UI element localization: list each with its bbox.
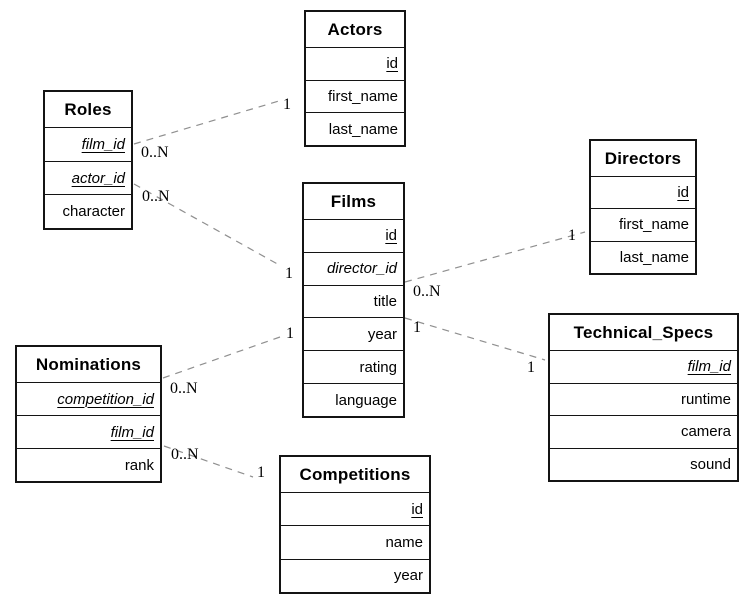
entity-title: Technical_Specs xyxy=(573,322,714,342)
cardinality-label: 1 xyxy=(286,325,294,342)
cardinality-label: 0..N xyxy=(141,144,169,161)
field-label: first_name xyxy=(327,88,398,105)
entity-title: Nominations xyxy=(35,354,142,374)
field-label: name xyxy=(385,533,423,551)
field-row-character: character xyxy=(45,194,131,228)
field-label: rank xyxy=(124,456,154,474)
cardinality-label: 0..N xyxy=(413,283,441,300)
field-row-camera: camera xyxy=(550,415,737,448)
field-label: id xyxy=(385,227,397,245)
field-label: character xyxy=(62,203,125,221)
field-row-rank: rank xyxy=(17,448,160,481)
field-label: last_name xyxy=(619,248,689,266)
cardinality-label: 1 xyxy=(283,96,291,113)
cardinality-label: 0..N xyxy=(142,188,170,205)
relationship-nominations-competitions xyxy=(163,445,254,478)
field-row-first_name: first_name xyxy=(591,208,695,240)
field-row-sound: sound xyxy=(550,447,737,481)
relationship-films-technical_specs xyxy=(404,317,546,361)
field-row-name: name xyxy=(281,525,429,558)
field-label: director_id xyxy=(326,260,397,278)
cardinality-label: 1 xyxy=(527,359,535,376)
field-label: year xyxy=(393,567,423,585)
field-row-language: language xyxy=(304,383,403,416)
relationship-films-directors xyxy=(404,231,586,283)
entity-nominations[interactable]: Nominations competition_id film_id rank xyxy=(15,345,162,483)
entity-title: Actors xyxy=(327,19,383,39)
cardinality-label: 1 xyxy=(568,227,576,244)
field-label: film_id xyxy=(687,358,731,376)
entity-title: Directors xyxy=(604,148,682,168)
field-label: sound xyxy=(690,455,731,473)
field-row-first_name: first_name xyxy=(306,79,404,113)
field-row-title: title xyxy=(304,284,403,318)
field-row-year: year xyxy=(281,558,429,592)
field-row-film_id: film_id xyxy=(550,350,737,383)
cardinality-label: 1 xyxy=(257,464,265,481)
field-label: film_id xyxy=(81,135,125,153)
field-row-director_id: director_id xyxy=(304,251,403,285)
field-row-film_id: film_id xyxy=(17,415,160,448)
field-label: language xyxy=(335,391,397,409)
field-row-id: id xyxy=(281,492,429,525)
entity-films[interactable]: Films id director_id title year rating l… xyxy=(302,182,405,418)
field-row-runtime: runtime xyxy=(550,382,737,416)
relationship-nominations-films xyxy=(162,336,281,379)
field-label: id xyxy=(411,500,423,518)
entity-title: Competitions xyxy=(299,464,411,484)
field-label: last_name xyxy=(328,120,398,138)
field-row-last_name: last_name xyxy=(591,240,695,273)
entity-actors[interactable]: Actors id first_name last_name xyxy=(304,10,406,147)
field-label: id xyxy=(386,55,398,73)
entity-technical-specs[interactable]: Technical_Specs film_id runtime camera s… xyxy=(548,313,739,482)
relationship-roles-films xyxy=(133,183,282,267)
field-row-competition_id: competition_id xyxy=(17,382,160,415)
entity-competitions[interactable]: Competitions id name year xyxy=(279,455,431,594)
field-label: first_name xyxy=(618,216,689,234)
field-label: competition_id xyxy=(57,390,154,408)
field-row-id: id xyxy=(306,47,404,80)
field-label: id xyxy=(677,184,689,202)
field-label: actor_id xyxy=(71,169,125,187)
cardinality-label: 0..N xyxy=(170,380,198,397)
field-row-film_id: film_id xyxy=(45,127,131,161)
cardinality-label: 0..N xyxy=(171,446,199,463)
field-row-rating: rating xyxy=(304,350,403,383)
field-row-id: id xyxy=(304,219,403,252)
field-row-year: year xyxy=(304,317,403,350)
entity-directors[interactable]: Directors id first_name last_name xyxy=(589,139,697,275)
entity-roles[interactable]: Roles film_id actor_id character xyxy=(43,90,133,230)
field-label: runtime xyxy=(680,390,731,408)
entity-title: Roles xyxy=(64,99,112,119)
entity-title: Films xyxy=(330,191,377,211)
relationship-roles-actors xyxy=(133,100,280,145)
field-row-id: id xyxy=(591,176,695,208)
field-label: rating xyxy=(359,358,397,376)
cardinality-label: 1 xyxy=(285,265,293,282)
cardinality-label: 1 xyxy=(413,319,421,336)
field-row-actor_id: actor_id xyxy=(45,160,131,195)
field-label: year xyxy=(367,325,397,343)
field-label: title xyxy=(373,293,397,311)
field-label: film_id xyxy=(110,423,154,441)
field-label: camera xyxy=(680,423,731,441)
field-row-last_name: last_name xyxy=(306,112,404,145)
